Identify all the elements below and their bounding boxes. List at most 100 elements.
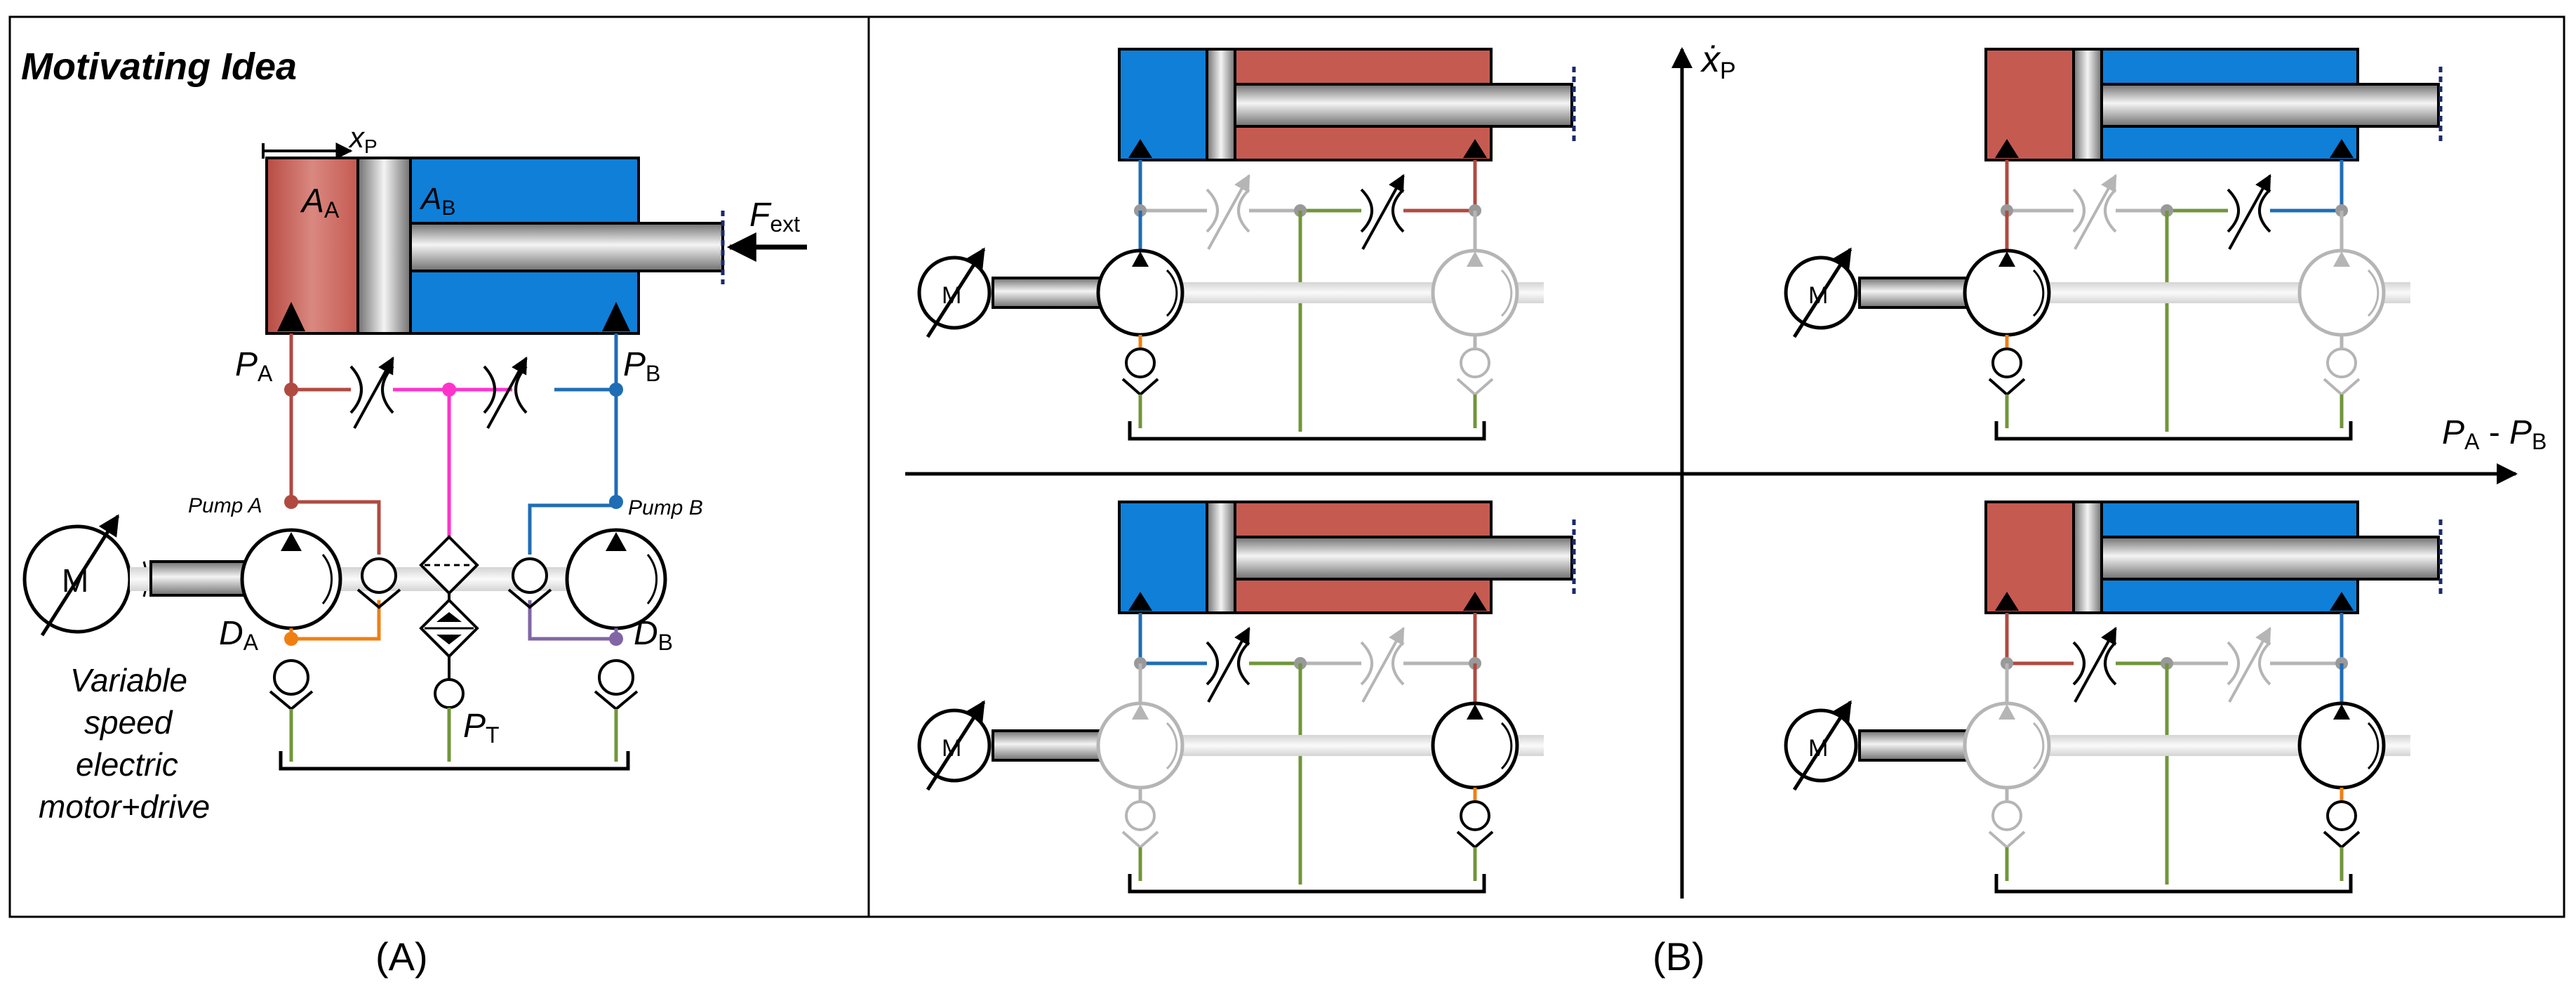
pb-label: PB: [623, 346, 660, 386]
rod: [1234, 83, 1573, 128]
motor-variable-arrow: [1792, 700, 1853, 791]
chamber-left: [1118, 501, 1208, 614]
fext-label: Fext: [749, 197, 800, 237]
pump-a-rotation: [321, 554, 333, 604]
motor-variable-arrow: [1792, 247, 1853, 338]
piston: [2072, 48, 2103, 161]
pump-active: [1431, 701, 1519, 881]
tank: [1994, 421, 2353, 441]
area-a-label: AA: [300, 183, 340, 223]
db-label: DB: [634, 615, 673, 655]
piston: [356, 157, 412, 335]
pump-b-label: Pump B: [628, 496, 703, 519]
xp-label: xP: [348, 121, 378, 157]
quadrant-bottom-left: M: [917, 501, 1576, 894]
quadrant-top-left: M: [917, 48, 1576, 441]
motor-desc-4: motor+drive: [39, 788, 210, 825]
throttle-valve-active: [1206, 626, 1250, 703]
piston-rod: [409, 222, 724, 272]
chamber-left: [1984, 48, 2075, 161]
shaft: [1858, 729, 1973, 762]
node-pump-a: [284, 495, 298, 509]
cylinder-chamber-a: [265, 157, 359, 335]
port-left: [1995, 139, 2019, 158]
shaft-a: [149, 560, 254, 597]
pump-active: [2297, 701, 2386, 881]
pump-b-arrow: [606, 532, 627, 551]
port-right: [2330, 592, 2354, 611]
shaft: [992, 729, 1107, 762]
throttle-valve-inactive: [1360, 626, 1405, 703]
port-b-triangle: [602, 302, 630, 331]
da-label: DA: [219, 615, 259, 655]
node-orange: [284, 632, 298, 646]
pump-inactive: [1431, 249, 1519, 428]
piston: [2072, 501, 2103, 614]
node-pb: [609, 383, 623, 397]
motor-variable-arrow: [926, 700, 986, 791]
chamber-left: [1984, 501, 2075, 614]
pump-active: [1963, 249, 2051, 428]
cooler-symbol: [419, 598, 479, 658]
port-right: [1463, 139, 1487, 158]
throttle-valve-b: [483, 356, 528, 429]
throttle-valve-inactive: [2227, 626, 2271, 703]
area-b-label: AB: [419, 182, 455, 220]
panel-a: Motivating Idea xP AA AB Fext PA PB: [21, 46, 807, 825]
shaft: [992, 277, 1107, 309]
motor-desc-1: Variable: [70, 662, 187, 698]
pump-a-arrow: [281, 532, 302, 551]
check-valve-b-bottom: [594, 659, 639, 711]
port-left: [1995, 592, 2019, 611]
check-valve-b-side: [507, 557, 552, 609]
motor-desc-3: electric: [76, 746, 178, 783]
rod: [2100, 536, 2440, 581]
port-right: [1463, 592, 1487, 611]
pa-label: PA: [235, 346, 273, 386]
node-magenta: [442, 383, 456, 397]
pt-label: PT: [463, 708, 500, 748]
throttle-valve-inactive: [1206, 173, 1250, 250]
throttle-valve-active: [2072, 626, 2117, 703]
pump-a-label: Pump A: [188, 494, 262, 517]
shaft: [1858, 277, 1973, 309]
piston: [1206, 501, 1236, 614]
rod: [1234, 536, 1573, 581]
panel-a-title: Motivating Idea: [21, 46, 297, 88]
throttle-valve-inactive: [2072, 173, 2117, 250]
port-a-triangle: [277, 302, 305, 331]
quadrant-bottom-right: M: [1784, 501, 2443, 894]
caption-a: (A): [375, 934, 428, 979]
pump-inactive: [1963, 701, 2051, 881]
tank: [1994, 874, 2353, 894]
throttle-valve-a: [349, 356, 394, 429]
check-valve-a-bottom: [269, 659, 314, 711]
throttle-valve-active: [1360, 173, 1405, 250]
quadrant-top-right: M: [1784, 48, 2443, 441]
tank: [1128, 874, 1486, 894]
pump-b-rotation: [646, 554, 658, 604]
port-left: [1128, 592, 1152, 611]
piston: [1206, 48, 1236, 161]
node-pump-b: [609, 495, 623, 509]
rod: [2100, 83, 2440, 128]
line-a-to-check: [291, 500, 381, 555]
check-valve-a-side: [356, 557, 401, 609]
line-b-to-check: [528, 503, 616, 555]
motor-variable-arrow: [40, 514, 120, 637]
chamber-left: [1118, 48, 1208, 161]
y-axis-label: ẋP: [1700, 39, 1736, 84]
pump-inactive: [2297, 249, 2386, 428]
node-pa: [284, 383, 298, 397]
tank-a: [279, 751, 630, 771]
tank: [1128, 421, 1486, 441]
motor-desc-2: speed: [84, 704, 173, 741]
check-valve-tank: [434, 678, 465, 709]
port-left: [1128, 139, 1152, 158]
pump-active: [1096, 249, 1184, 428]
pump-inactive: [1096, 701, 1184, 881]
